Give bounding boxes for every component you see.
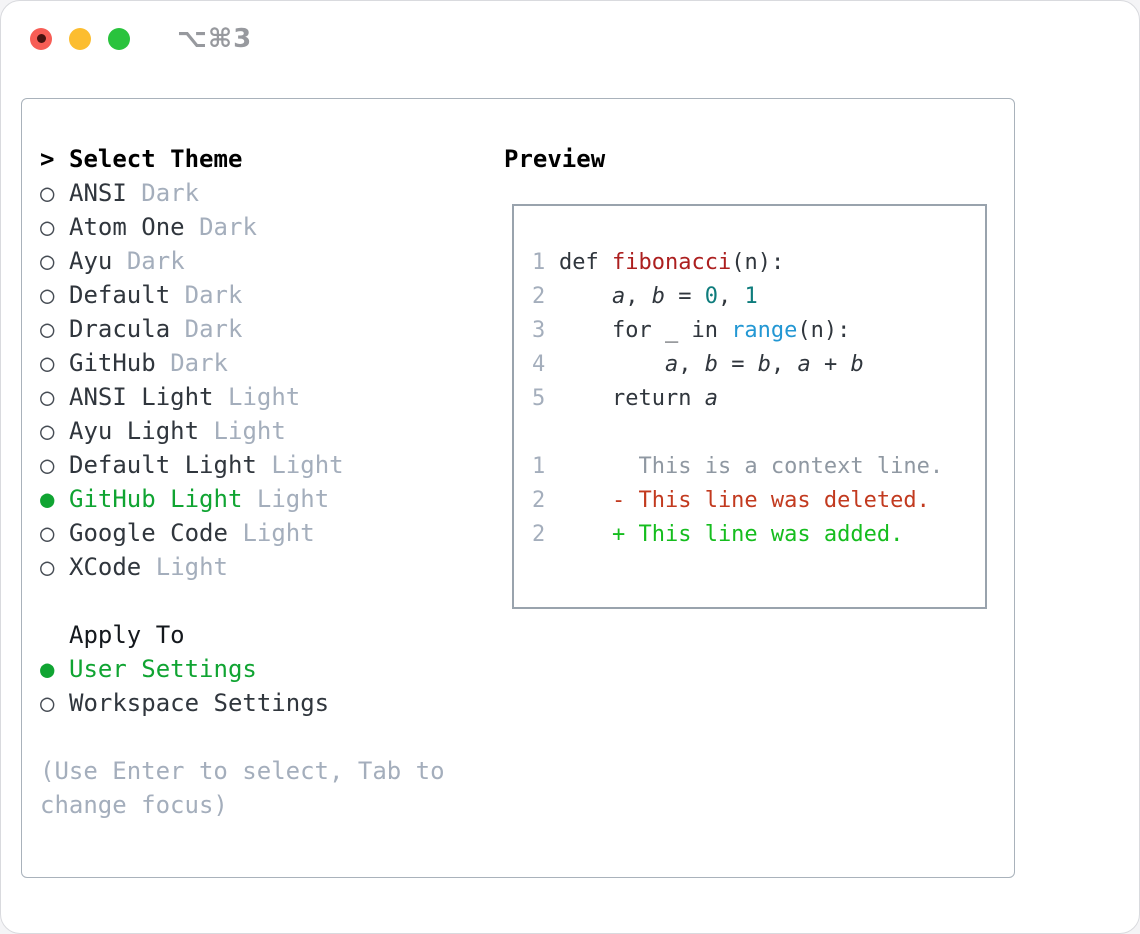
- keyboard-hint: (Use Enter to select, Tab to change focu…: [40, 757, 445, 819]
- line-number: 1: [532, 250, 546, 275]
- radio-icon: ○: [40, 519, 55, 547]
- radio-selected-icon: ●: [40, 655, 55, 683]
- preview-header: Preview: [504, 142, 994, 176]
- diff-added-line: 2 + This line was added.: [532, 518, 967, 552]
- theme-option-xcode-light[interactable]: ○ XCode Light: [40, 550, 492, 584]
- code-line-1: 1 def fibonacci (n):: [532, 246, 967, 280]
- code-line-4: 4 a , b = b , a + b: [532, 348, 967, 382]
- radio-icon: ○: [40, 553, 55, 581]
- line-number: 3: [532, 318, 546, 343]
- theme-list-column: > Select Theme ○ ANSI Dark ○ Atom One Da…: [40, 142, 492, 822]
- radio-icon: ○: [40, 689, 55, 717]
- radio-icon: ○: [40, 315, 55, 343]
- line-number: 5: [532, 386, 546, 411]
- theme-option-default-light[interactable]: ○ Default Light Light: [40, 448, 492, 482]
- theme-option-github-dark[interactable]: ○ GitHub Dark: [40, 346, 492, 380]
- theme-option-default-dark[interactable]: ○ Default Dark: [40, 278, 492, 312]
- radio-icon: ○: [40, 383, 55, 411]
- minimize-button[interactable]: [69, 27, 91, 50]
- apply-option-workspace-settings[interactable]: ○ Workspace Settings: [40, 686, 492, 720]
- radio-icon: ○: [40, 451, 55, 479]
- apply-to-title: Apply To: [69, 621, 185, 649]
- line-number: 2: [532, 488, 546, 513]
- theme-option-ayu-light[interactable]: ○ Ayu Light Light: [40, 414, 492, 448]
- line-number: 1: [532, 454, 546, 479]
- apply-to-header: Apply To: [40, 618, 492, 652]
- select-theme-title: Select Theme: [69, 145, 243, 173]
- theme-picker-panel: > Select Theme ○ ANSI Dark ○ Atom One Da…: [21, 98, 1015, 878]
- radio-icon: ○: [40, 349, 55, 377]
- radio-icon: ○: [40, 179, 55, 207]
- spacer: [40, 584, 492, 618]
- code-line-2: 2 a , b = 0 , 1: [532, 280, 967, 314]
- theme-option-dracula-dark[interactable]: ○ Dracula Dark: [40, 312, 492, 346]
- zoom-button[interactable]: [108, 27, 130, 50]
- theme-option-google-code-light[interactable]: ○ Google Code Light: [40, 516, 492, 550]
- focus-caret-icon: >: [40, 145, 55, 173]
- close-button[interactable]: [30, 27, 52, 50]
- diff-deleted-line: 2 - This line was deleted.: [532, 484, 967, 518]
- spacer: [532, 416, 967, 450]
- titlebar: ⌥⌘3: [1, 1, 1139, 76]
- preview-column: Preview 1 def fibonacci (n): 2 a , b =: [504, 142, 994, 609]
- theme-option-github-light[interactable]: ● GitHub Light Light: [40, 482, 492, 516]
- theme-option-ansi-dark[interactable]: ○ ANSI Dark: [40, 176, 492, 210]
- radio-icon: ○: [40, 417, 55, 445]
- diff-context-line: 1 This is a context line.: [532, 450, 967, 484]
- radio-icon: ○: [40, 281, 55, 309]
- code-line-5: 5 return a: [532, 382, 967, 416]
- close-dot-icon: [36, 34, 46, 43]
- theme-preview-box: 1 def fibonacci (n): 2 a , b = 0 , 1: [512, 204, 987, 609]
- theme-option-atom-one-dark[interactable]: ○ Atom One Dark: [40, 210, 492, 244]
- theme-option-ayu-dark[interactable]: ○ Ayu Dark: [40, 244, 492, 278]
- radio-icon: ○: [40, 247, 55, 275]
- code-line-3: 3 for _ in range (n):: [532, 314, 967, 348]
- apply-option-user-settings[interactable]: ● User Settings: [40, 652, 492, 686]
- theme-option-ansi-light[interactable]: ○ ANSI Light Light: [40, 380, 492, 414]
- line-number: 2: [532, 522, 546, 547]
- radio-selected-icon: ●: [40, 485, 55, 513]
- radio-icon: ○: [40, 213, 55, 241]
- line-number: 4: [532, 352, 546, 377]
- preview-title: Preview: [504, 145, 606, 173]
- window-title: ⌥⌘3: [177, 23, 253, 54]
- select-theme-header: > Select Theme: [40, 142, 492, 176]
- line-number: 2: [532, 284, 546, 309]
